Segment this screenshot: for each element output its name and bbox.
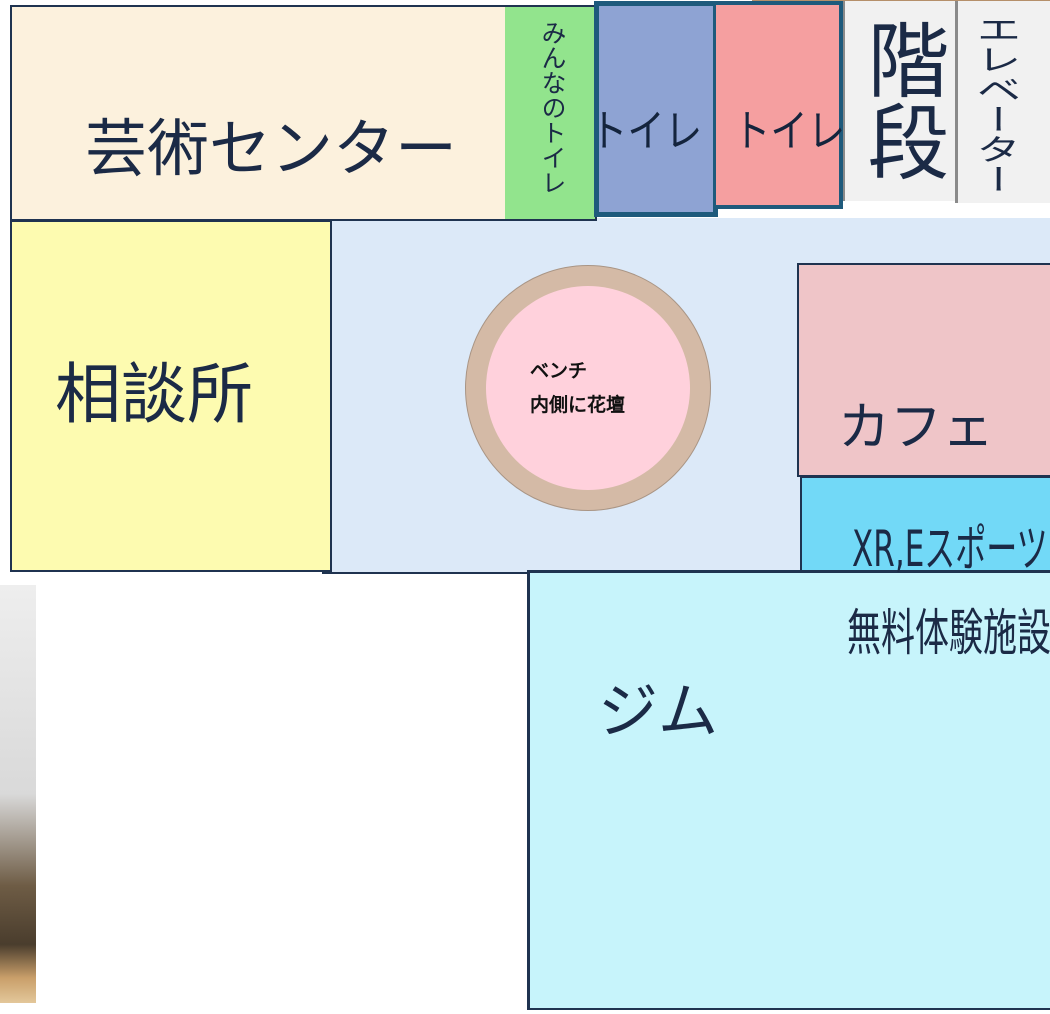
toilet-blue-label: トイレ [590, 106, 703, 157]
room-gym [527, 570, 1050, 1010]
room-toilet-blue [594, 1, 718, 217]
blank-area [36, 574, 527, 1014]
elevator-label: エレベーター [967, 14, 1021, 194]
room-toilet-pink [716, 1, 843, 209]
flowerbed-circle [486, 286, 690, 490]
room-cafe [797, 263, 1050, 477]
toilet-pink-label: トイレ [733, 106, 846, 157]
background-photo-strip [0, 585, 36, 1003]
consultation-label: 相談所 [55, 356, 253, 433]
stairs-label: 階段 [853, 18, 948, 182]
bench-label: ベンチ [530, 360, 588, 382]
room-elevator [955, 1, 1050, 203]
room-stairs [843, 1, 956, 201]
xr-facility-label-line2: 無料体験施設 [847, 604, 1050, 662]
flowerbed-label: 内側に花壇 [530, 394, 626, 416]
universal-toilet-label: みんなのトイレ [538, 20, 567, 195]
gym-label: ジム [598, 677, 718, 747]
room-consultation [10, 220, 332, 572]
room-universal-toilet [505, 5, 597, 221]
room-arts-center [10, 5, 507, 221]
cafe-label: カフェ [838, 398, 995, 458]
arts-center-label: 芸術センター [85, 112, 458, 185]
xr-facility-label-line1: XR,Eスポーツの [852, 520, 1050, 578]
